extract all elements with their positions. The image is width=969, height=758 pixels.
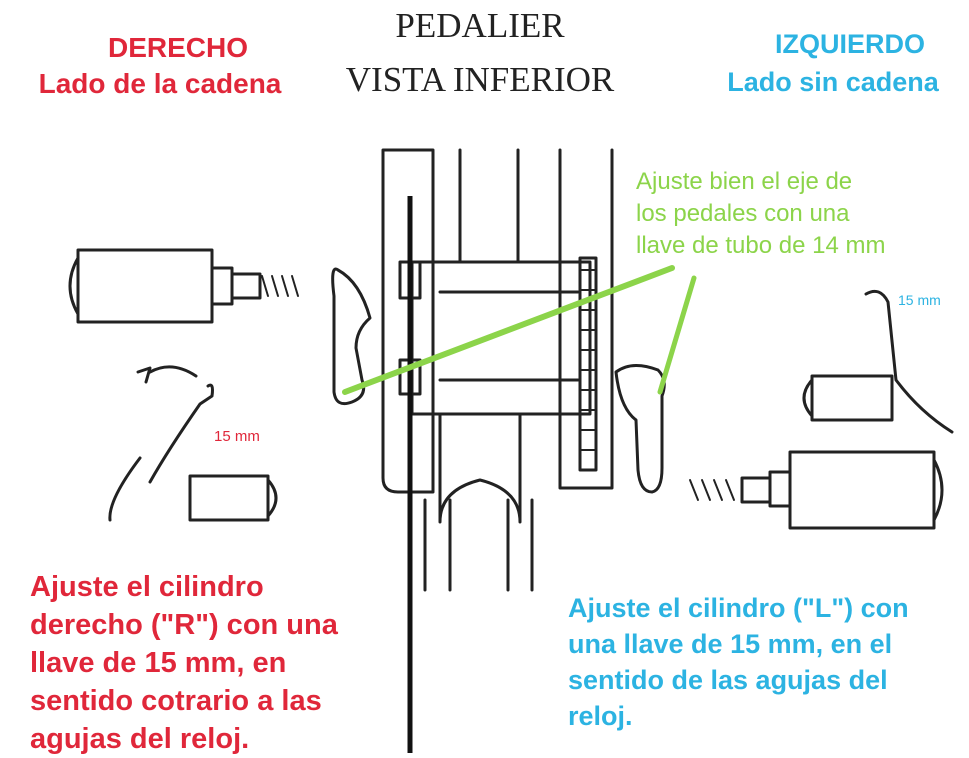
left-instruction-line: Ajuste el cilindro xyxy=(30,571,264,603)
right-upper-cylinder xyxy=(810,374,894,422)
chainring-teeth xyxy=(579,269,597,451)
right-instruction-line: reloj. xyxy=(568,701,633,731)
left-wrench-arm xyxy=(108,456,142,522)
green-pointer-right xyxy=(657,275,697,395)
right-upper-cylinder-end xyxy=(802,378,814,418)
frame-right-tube xyxy=(558,148,614,490)
fork-leg-right xyxy=(506,498,534,592)
left-pedal-axle xyxy=(210,266,262,306)
left-instruction-line: agujas del reloj. xyxy=(30,723,250,755)
left-instruction-line: llave de 15 mm, en xyxy=(30,647,287,679)
right-instructions: Ajuste el cilindro ("L") con una llave d… xyxy=(568,590,968,734)
left-axle-bolt xyxy=(398,260,422,300)
right-instruction-line: una llave de 15 mm, en el xyxy=(568,629,893,659)
right-pedal-axle xyxy=(740,470,792,508)
left-lower-cylinder xyxy=(188,474,270,522)
frame-left-tube xyxy=(381,148,435,494)
right-title: IZQUIERDO xyxy=(774,29,925,59)
left-instructions: Ajuste el cilindro derecho ("R") con una… xyxy=(30,568,390,758)
right-crank-arm xyxy=(614,364,666,494)
bottom-bracket-shell xyxy=(410,260,592,416)
right-pedal-cylinder xyxy=(788,450,936,530)
left-instruction-line: derecho ("R") con una xyxy=(30,609,338,641)
left-wrench-size: 15 mm xyxy=(214,428,260,445)
fork-leg-left xyxy=(423,498,452,592)
left-wrench-handle xyxy=(148,383,214,484)
left-subtitle: Lado de la cadena xyxy=(38,68,282,99)
right-pedal-thread xyxy=(689,479,735,501)
rotation-arrow-left xyxy=(148,365,198,378)
axle-note-line: Ajuste bien el eje de xyxy=(636,168,853,195)
right-instruction-line: sentido de las agujas del xyxy=(568,665,888,695)
axle-note-line: llave de tubo de 14 mm xyxy=(636,232,886,259)
center-title-line2: VISTA INFERIOR xyxy=(345,60,615,99)
chainring xyxy=(578,256,598,472)
axle-note: Ajuste bien el eje de los pedales con un… xyxy=(636,166,966,262)
right-subtitle: Lado sin cadena xyxy=(727,67,939,97)
left-pedal-thread xyxy=(261,275,299,297)
left-title: DERECHO xyxy=(107,32,248,63)
right-pedal-cap xyxy=(932,458,944,522)
axle-note-line: los pedales con una xyxy=(636,200,850,227)
left-axle-bolt-lower xyxy=(398,358,422,396)
fork-crown xyxy=(438,412,522,524)
green-pointer-left xyxy=(342,265,675,395)
center-title-line1: PEDALIER xyxy=(395,6,565,45)
right-wrench-handle xyxy=(864,289,954,434)
left-instruction-line: sentido cotrario a las xyxy=(30,685,322,717)
left-pedal-cap xyxy=(68,256,80,316)
rotation-arrow-left-head xyxy=(136,366,152,384)
left-lower-cylinder-end xyxy=(266,478,278,518)
left-crank-arm xyxy=(331,267,372,406)
right-wrench-size: 15 mm xyxy=(898,292,941,308)
right-instruction-line: Ajuste el cilindro ("L") con xyxy=(568,593,909,623)
left-pedal-cylinder xyxy=(76,248,214,324)
